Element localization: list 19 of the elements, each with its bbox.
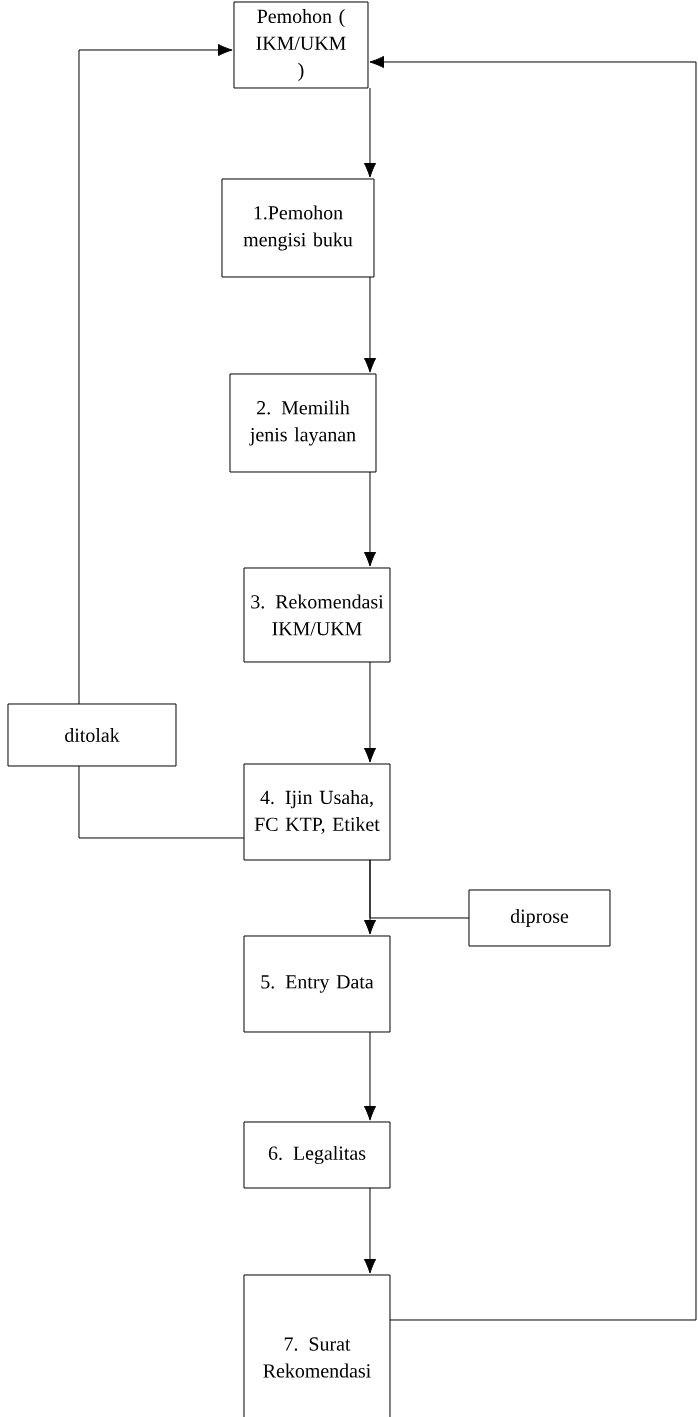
process-box: 3. Rekomendasi IKM/UKM <box>243 567 391 663</box>
arrow <box>363 87 377 178</box>
process-box: Pemohon ( IKM/UKM ) <box>233 1 369 89</box>
arrow <box>363 276 377 373</box>
process-box: 4. Ijin Usaha, FC KTP, Etiket <box>243 763 391 861</box>
process-box: 7. Surat Rekomendasi <box>243 1274 391 1417</box>
process-box: 6. Legalitas <box>243 1121 391 1189</box>
arrow <box>369 55 697 1321</box>
arrow <box>363 859 377 935</box>
arrow <box>363 471 377 567</box>
arrow <box>363 1031 377 1121</box>
process-box: 2. Memilih jenis layanan <box>229 373 377 473</box>
process-box: 5. Entry Data <box>243 935 391 1033</box>
arrow <box>363 661 377 763</box>
label-box: diprose <box>468 889 611 947</box>
arrow <box>363 1187 377 1274</box>
label-box: ditolak <box>7 703 177 767</box>
arrow <box>78 43 233 705</box>
process-box: 1.Pemohon mengisi buku <box>221 178 375 278</box>
